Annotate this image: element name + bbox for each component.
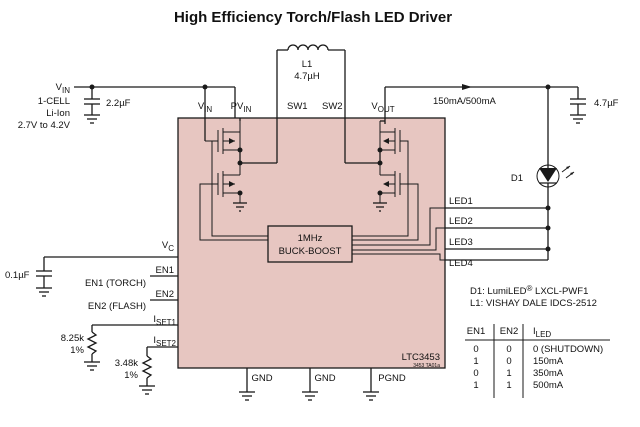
led-diode-icon [536, 164, 575, 188]
output-current: 150mA/500mA [433, 96, 497, 107]
table-cell: 350mA [533, 368, 564, 379]
table-header-en1: EN1 [467, 326, 485, 337]
table-cell: 0 [506, 344, 511, 355]
output-capacitor [570, 87, 586, 124]
inductor [276, 44, 346, 118]
pin-gnd-2: GND [314, 373, 335, 384]
output-cap-value: 4.7µF [594, 98, 619, 109]
r2-value: 3.48k [115, 358, 138, 369]
resistor-r2 [139, 347, 155, 395]
buck-boost-core [267, 225, 353, 263]
table-cell: 1 [473, 380, 478, 391]
led-sense-line [352, 207, 445, 246]
pin-iset2: ISET2 [153, 335, 176, 348]
vc-cap-value: 0.1µF [5, 270, 30, 281]
junction-dot [545, 205, 551, 211]
table-cell: 500mA [533, 380, 564, 391]
inductor-name: L1 [302, 59, 313, 70]
r1-tolerance: 1% [70, 345, 84, 356]
chip-name: LTC3453 [402, 352, 440, 363]
pin-led3: LED3 [449, 237, 473, 248]
led-sense-line [352, 227, 445, 251]
junction-dot [377, 190, 383, 196]
table-cell: 0 [473, 368, 478, 379]
note-l1: L1: VISHAY DALE IDCS-2512 [470, 298, 597, 309]
current-arrow-icon [462, 84, 472, 90]
led-sense-line [352, 253, 445, 261]
pin-sw2: SW2 [322, 101, 343, 112]
vin-line3: Li-Ion [46, 108, 70, 119]
pin-led4: LED4 [449, 258, 473, 269]
pin-pgnd: PGND [378, 373, 406, 384]
pin-led2: LED2 [449, 216, 473, 227]
en2-label: EN2 (FLASH) [88, 301, 146, 312]
table-cell: 1 [473, 356, 478, 367]
junction-dot [545, 246, 551, 252]
junction-dot [237, 190, 243, 196]
vin-line2: 1-CELL [38, 96, 70, 107]
pin-vc: VC [162, 240, 174, 253]
pin-en2: EN2 [156, 289, 174, 300]
vin-label: VIN [56, 82, 71, 95]
pin-en1: EN1 [156, 265, 174, 276]
junction-dot [545, 225, 551, 231]
r1-value: 8.25k [61, 333, 84, 344]
ground-icon [302, 368, 318, 401]
r2-tolerance: 1% [124, 370, 138, 381]
table-cell: 150mA [533, 356, 564, 367]
input-capacitor [84, 87, 100, 124]
ground-icon [239, 368, 255, 401]
ground-icon [363, 368, 379, 401]
chip-code: 3453 TA01a [413, 363, 440, 369]
mosfet-left-bottom-icon [217, 163, 247, 212]
pin-sw1: SW1 [287, 101, 308, 112]
diode-name: D1 [511, 173, 523, 184]
pin-vin: VIN [198, 101, 213, 114]
vc-capacitor [36, 257, 52, 297]
gate-line [352, 183, 419, 241]
gate-line [352, 140, 409, 237]
mosfet-right-bottom-icon [373, 163, 401, 212]
table-cell: 1 [506, 368, 511, 379]
pin-pvin: PVIN [231, 101, 252, 114]
en1-label: EN1 (TORCH) [85, 278, 146, 289]
inductor-value: 4.7µH [294, 71, 320, 82]
vin-line4: 2.7V to 4.2V [18, 120, 71, 131]
core-line1: 1MHz [298, 233, 323, 244]
table-cell: 0 [506, 356, 511, 367]
table-cell: 0 (SHUTDOWN) [533, 344, 603, 355]
gate-line [199, 183, 268, 241]
pin-vout: VOUT [371, 101, 394, 114]
pin-gnd-1: GND [251, 373, 272, 384]
gate-line [211, 140, 268, 237]
resistor-r1 [84, 325, 100, 371]
note-d1: D1: LumiLED® LXCL-PWF1 [470, 284, 588, 297]
pin-iset1: ISET1 [153, 314, 176, 327]
table-header-iled: ILED [533, 326, 551, 339]
table-header-en2: EN2 [500, 326, 518, 337]
table-cell: 1 [506, 380, 511, 391]
table-cell: 0 [473, 344, 478, 355]
input-cap-value: 2.2µF [106, 98, 131, 109]
pin-led1: LED1 [449, 196, 473, 207]
core-line2: BUCK-BOOST [279, 246, 342, 257]
page-title: High Efficiency Torch/Flash LED Driver [174, 9, 452, 26]
